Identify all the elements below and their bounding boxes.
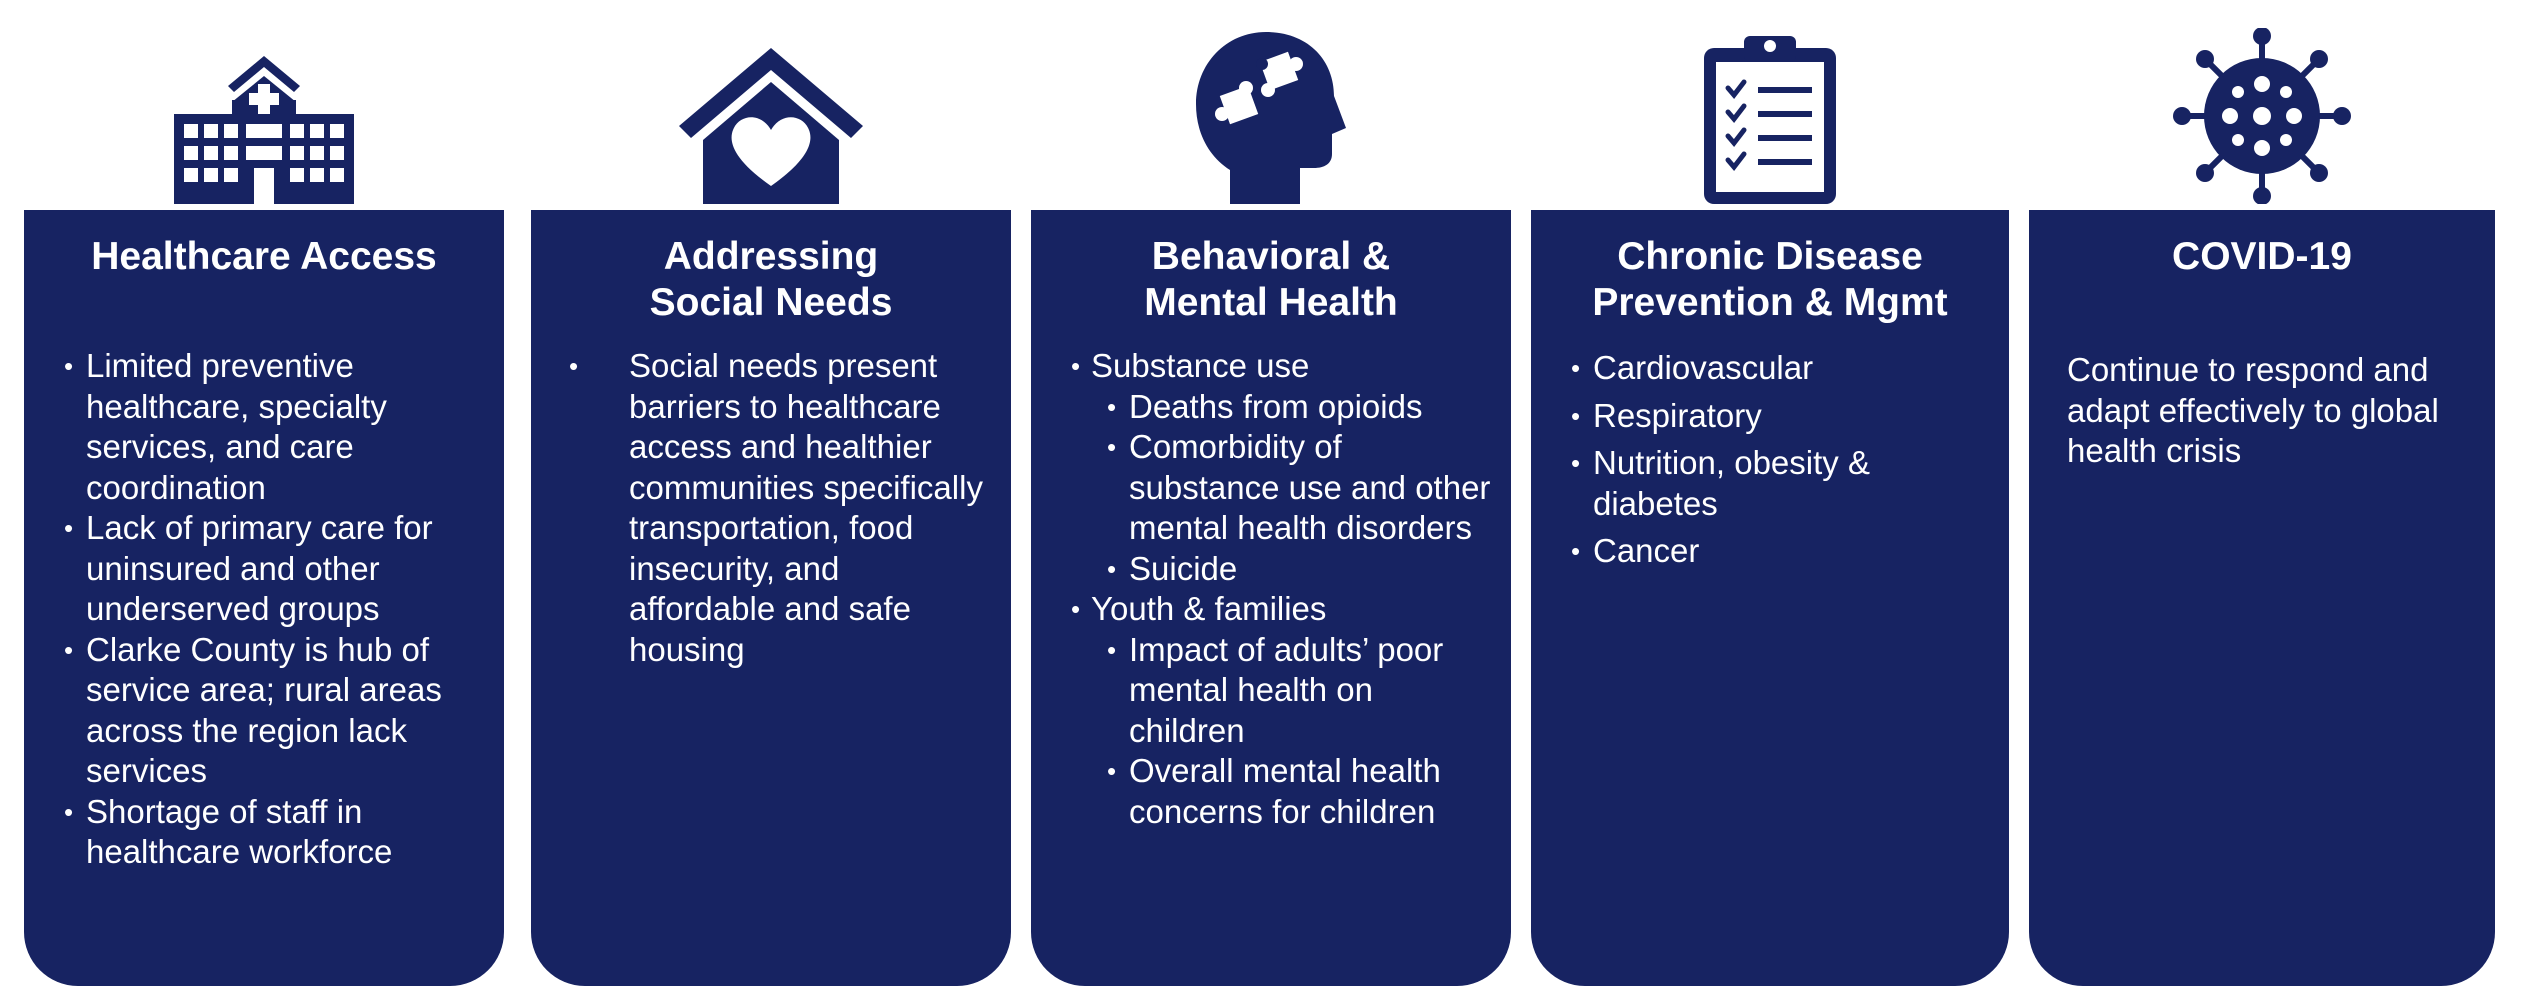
list-subitem: Suicide	[1031, 549, 1511, 590]
card-paragraph: Continue to respond and adapt effectivel…	[2067, 351, 2439, 469]
column-addressing-social-needs: Addressing Social Needs Social needs pre…	[531, 0, 1011, 1004]
card-body: Social needs present barriers to healthc…	[531, 346, 1011, 670]
virus-icon	[2173, 28, 2351, 204]
hospital-icon	[174, 56, 354, 204]
list-item: Nutrition, obesity & diabetes	[1531, 443, 2009, 524]
card-title: COVID-19	[2172, 235, 2352, 278]
bullet-list: Limited preventive healthcare, specialty…	[24, 346, 504, 873]
card-chronic-disease: Chronic Disease Prevention & Mgmt Cardio…	[1531, 210, 2009, 986]
card-body: Limited preventive healthcare, specialty…	[24, 346, 504, 873]
house-heart-icon	[679, 48, 863, 204]
icon-area	[2029, 14, 2495, 204]
card-body: Substance use Deaths from opioids Comorb…	[1031, 346, 1511, 832]
card-body: Continue to respond and adapt effectivel…	[2029, 350, 2495, 472]
list-subitem: Impact of adults’ poor mental health on …	[1031, 630, 1511, 752]
list-group-label: Youth & families	[1031, 589, 1511, 630]
list-item: Clarke County is hub of service area; ru…	[24, 630, 504, 792]
icon-area	[1531, 14, 2009, 204]
column-chronic-disease: Chronic Disease Prevention & Mgmt Cardio…	[1531, 0, 2009, 1004]
list-item: Lack of primary care for uninsured and o…	[24, 508, 504, 630]
list-item: Limited preventive healthcare, specialty…	[24, 346, 504, 508]
card-title: Addressing Social Needs	[649, 235, 893, 324]
card-title: Healthcare Access	[91, 235, 437, 278]
column-covid-19: COVID-19 Continue to respond and adapt e…	[2029, 0, 2495, 1004]
list-group-label: Substance use	[1031, 346, 1511, 387]
card-title: Behavioral & Mental Health	[1144, 235, 1398, 324]
list-subitem: Comorbidity of substance use and other m…	[1031, 427, 1511, 549]
bullet-list: Substance use Deaths from opioids Comorb…	[1031, 346, 1511, 832]
icon-area	[24, 14, 504, 204]
list-item: Cancer	[1531, 531, 2009, 572]
column-healthcare-access: Healthcare Access Limited preventive hea…	[24, 0, 504, 1004]
bullet-list: Cardiovascular Respiratory Nutrition, ob…	[1531, 348, 2009, 572]
list-item: Shortage of staff in healthcare workforc…	[24, 792, 504, 873]
column-behavioral-mental-health: Behavioral & Mental Health Substance use…	[1031, 0, 1511, 1004]
icon-area	[531, 14, 1011, 204]
list-item: Social needs present barriers to healthc…	[531, 346, 1011, 670]
card-addressing-social-needs: Addressing Social Needs Social needs pre…	[531, 210, 1011, 986]
list-item: Cardiovascular	[1531, 348, 2009, 389]
card-behavioral-mental-health: Behavioral & Mental Health Substance use…	[1031, 210, 1511, 986]
clipboard-checklist-icon	[1704, 36, 1836, 204]
icon-area	[1031, 14, 1511, 204]
list-subitem: Deaths from opioids	[1031, 387, 1511, 428]
card-covid-19: COVID-19 Continue to respond and adapt e…	[2029, 210, 2495, 986]
card-healthcare-access: Healthcare Access Limited preventive hea…	[24, 210, 504, 986]
list-item: Respiratory	[1531, 396, 2009, 437]
list-subitem: Overall mental health concerns for child…	[1031, 751, 1511, 832]
card-title: Chronic Disease Prevention & Mgmt	[1592, 235, 1948, 324]
card-body: Cardiovascular Respiratory Nutrition, ob…	[1531, 348, 2009, 572]
head-puzzle-icon	[1196, 32, 1346, 204]
